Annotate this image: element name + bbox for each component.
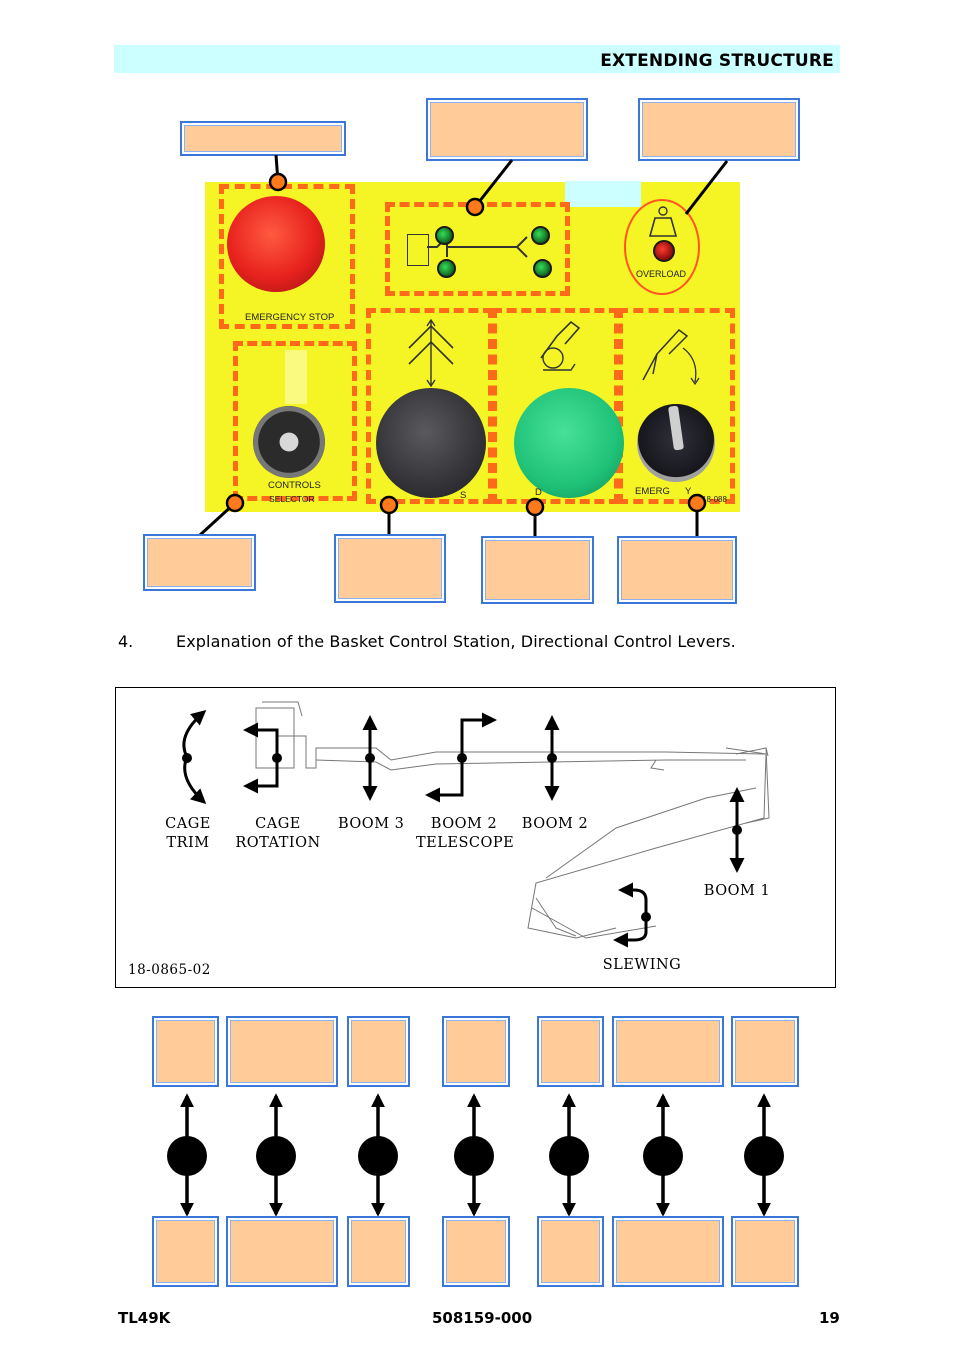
label-boom-2-telescope-line2: TELESCOPE — [416, 835, 515, 851]
label-boom-3: BOOM 3 — [338, 816, 405, 832]
emergency-stop-button — [227, 196, 325, 292]
overload-icon — [648, 206, 678, 237]
label-boom-2: BOOM 2 — [521, 816, 589, 832]
zone-emergency-stop — [219, 184, 355, 329]
zone-joystick-left — [366, 308, 493, 504]
overload-label: OVERLOAD — [636, 269, 687, 279]
joystick-left-partial-label: S — [460, 490, 467, 501]
lever-arrows — [167, 1093, 784, 1217]
joystick-right-green-button — [514, 388, 624, 498]
label-box-emergency-switch — [617, 536, 737, 604]
label-slewing: SLEWING — [602, 957, 682, 973]
label-cage-rotation-line1: CAGE — [255, 816, 301, 832]
controls-selector-label-1: CONTROLS — [268, 480, 321, 491]
controls-selector-pale-strip — [285, 350, 307, 404]
led-green-bottom-left — [437, 259, 456, 278]
lever-label-top-3 — [347, 1016, 410, 1087]
label-cage-rotation-line2: ROTATION — [235, 835, 321, 851]
boom-line-drawing — [182, 701, 770, 948]
lever-label-top-7 — [731, 1016, 799, 1087]
section-number: 4. — [118, 632, 134, 651]
emergency-switch-partial-label-2: Y — [685, 486, 692, 497]
panel-leader-lines — [198, 154, 729, 537]
led-green-top-right — [531, 226, 550, 245]
emergency-switch-symbol — [642, 328, 700, 386]
lever-label-top-6 — [612, 1016, 724, 1087]
lever-label-top-5 — [537, 1016, 604, 1087]
lever-label-top-4 — [442, 1016, 510, 1087]
lever-label-bottom-5 — [537, 1216, 604, 1287]
label-cage-trim-line2: TRIM — [166, 835, 210, 851]
lever-label-top-2 — [226, 1016, 338, 1087]
lever-label-bottom-4 — [442, 1216, 510, 1287]
lever-label-bottom-3 — [347, 1216, 410, 1287]
section-text: Explanation of the Basket Control Statio… — [176, 632, 736, 651]
joystick-left-dark-button — [376, 388, 486, 498]
emergency-switch-partial-label-1: EMERG — [635, 486, 670, 497]
lever-label-bottom-6 — [612, 1216, 724, 1287]
controls-selector-label-2: SELECTOR — [269, 494, 315, 504]
page-title: EXTENDING STRUCTURE — [600, 51, 834, 71]
label-boom-2-telescope-line1: BOOM 2 — [430, 816, 498, 832]
diagram-code: 18-0865-02 — [128, 962, 211, 978]
label-box-overload — [638, 98, 800, 161]
lever-label-bottom-2 — [226, 1216, 338, 1287]
label-boom-1: BOOM 1 — [703, 883, 771, 899]
label-box-indicator-lights — [426, 98, 588, 161]
controls-selector-key-switch — [253, 406, 325, 478]
label-box-emergency-stop — [180, 121, 346, 156]
header-band: EXTENDING STRUCTURE — [114, 45, 840, 73]
lever-label-bottom-1 — [152, 1216, 219, 1287]
lever-label-bottom-7 — [731, 1216, 799, 1287]
label-cage-trim: CAGE TRIM — [160, 815, 216, 853]
zone-joystick-right — [492, 308, 619, 504]
led-green-top-left — [435, 226, 454, 245]
led-green-bottom-right — [533, 259, 552, 278]
zone-emergency-switch — [618, 308, 735, 504]
cyan-patch — [565, 181, 641, 207]
zone-controls-selector — [233, 341, 357, 501]
label-boom-2-telescope: BOOM 2 TELESCOPE — [416, 815, 515, 853]
lever-label-top-1 — [152, 1016, 219, 1087]
label-box-joystick-left — [334, 534, 446, 603]
joystick-right-partial-label: D — [535, 487, 542, 498]
overload-led-red — [653, 240, 675, 262]
overload-ring — [624, 199, 700, 295]
emergency-stop-label: EMERGENCY STOP — [245, 312, 335, 323]
joystick-left-symbol — [408, 318, 454, 388]
indicator-schematic-box — [407, 234, 429, 266]
label-box-joystick-right — [481, 536, 594, 604]
footer-part-number: 508159-000 — [432, 1309, 533, 1327]
boom-movement-diagram: CAGE TRIM CAGE ROTATION BOOM 3 BOOM 2 TE… — [115, 687, 836, 988]
control-panel-photo: EMERGENCY STOP OVERLOAD CONTROLS SELECTO… — [205, 181, 740, 512]
panel-code-fragment: 18-088 — [702, 495, 727, 504]
footer-model: TL49K — [118, 1309, 171, 1327]
footer-page-number: 19 — [819, 1309, 840, 1327]
label-box-controls-selector — [143, 534, 256, 591]
joystick-right-symbol — [540, 320, 581, 371]
label-cage-trim-line1: CAGE — [165, 816, 211, 832]
label-cage-rotation: CAGE ROTATION — [230, 815, 326, 853]
